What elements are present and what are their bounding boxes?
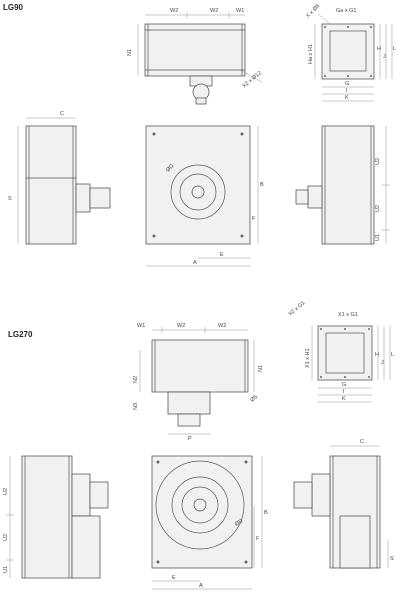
- lg270-dim-w2-b: W2: [218, 323, 226, 329]
- lg270-dim-n1: N1: [258, 365, 264, 372]
- lg90-top-view: W2 W2 W1 N1 X2 x Ø12: [127, 8, 263, 105]
- lg90-dim-ga: Ga x G1: [336, 8, 356, 14]
- lg270-dim-n2: N2: [133, 376, 139, 383]
- lg270-front-view: ØD B F A E: [151, 455, 268, 590]
- lg90-dim-n1: N1: [127, 49, 133, 56]
- lg90-dim-u2-a: U2: [375, 158, 381, 165]
- lg270-dim-i: I: [343, 389, 345, 395]
- lg270-dim-phi: Ø5: [249, 394, 258, 403]
- lg270-dim-s: S: [390, 556, 394, 562]
- lg90-flange-view: X x Ø5 Ga x G1 Ha x H1 H J L G I K: [305, 3, 396, 102]
- lg90-dim-a: A: [193, 260, 197, 266]
- section-title-lg270: LG270: [8, 330, 33, 339]
- lg90-dim-c: C: [60, 111, 64, 117]
- lg270-dim-w2-a: W2: [177, 323, 185, 329]
- section-title-lg90: LG90: [3, 3, 24, 12]
- lg90-dim-u2-b: U2: [375, 205, 381, 212]
- lg90-dim-h: H: [377, 46, 381, 52]
- lg90-front-view: ØD B F A E: [145, 125, 264, 267]
- lg90-dim-w2-a: W2: [170, 8, 178, 14]
- lg270-dim-k: K: [342, 396, 346, 402]
- lg270-dim-b: B: [264, 510, 268, 516]
- lg90-dim-i: I: [346, 88, 348, 94]
- lg90-dim-b: B: [260, 182, 264, 188]
- lg90-side-view-right: U2 U2 U1: [295, 125, 390, 245]
- lg270-dim-x1-g1: X1 x G1: [338, 312, 358, 318]
- lg270-dim-e: E: [172, 575, 176, 581]
- lg270-side-view-left: U2 U2 U1: [3, 455, 109, 579]
- lg270-dim-a: A: [199, 583, 203, 589]
- lg90-side-view-left: C S: [8, 111, 111, 245]
- lg90-dim-f: F: [252, 216, 256, 222]
- lg270-dim-p: P: [188, 436, 192, 442]
- lg270-dim-g: G: [342, 382, 346, 388]
- lg90-dim-w2-b: W2: [210, 8, 218, 14]
- lg270-dim-n3: N3: [133, 403, 139, 410]
- lg270-flange-view: X2 x G1 X1 x G1 X1 x H1 H J L G I K: [287, 300, 394, 403]
- lg90-dim-d: ØD: [165, 163, 175, 173]
- lg90-dim-ha: Ha x H1: [308, 44, 314, 64]
- lg270-dim-c: C: [360, 439, 364, 445]
- lg270-dim-d: ØD: [234, 518, 244, 527]
- lg270-dim-l: L: [391, 352, 394, 358]
- lg270-dim-h: H: [375, 352, 379, 358]
- lg90-dim-k: K: [345, 95, 349, 101]
- lg270-dim-f: F: [256, 536, 260, 542]
- lg90-dim-x: X x Ø5: [305, 3, 321, 19]
- lg90-dim-e: E: [220, 252, 224, 258]
- lg270-dim-x1-h1: X1 x H1: [305, 348, 311, 368]
- lg270-dim-j: J: [381, 360, 384, 366]
- lg270-dim-u2-b: U2: [3, 534, 9, 541]
- lg270-dim-u1: U1: [3, 566, 9, 573]
- lg90-dim-l: L: [393, 46, 396, 52]
- lg270-top-view: W1 W2 W2 N2 N3 N1 P Ø5: [133, 323, 264, 442]
- lg90-dim-w1: W1: [236, 8, 244, 14]
- lg90-dim-u1: U1: [375, 234, 381, 241]
- lg90-dim-g: G: [345, 81, 349, 87]
- lg270-dim-u2-a: U2: [3, 488, 9, 495]
- lg90-dim-j: J: [383, 54, 386, 60]
- lg90-dim-s: S: [8, 196, 12, 202]
- lg270-side-view-right: C S: [293, 439, 394, 569]
- lg270-dim-w1: W1: [137, 323, 145, 329]
- lg270-dim-x2: X2 x G1: [287, 300, 306, 317]
